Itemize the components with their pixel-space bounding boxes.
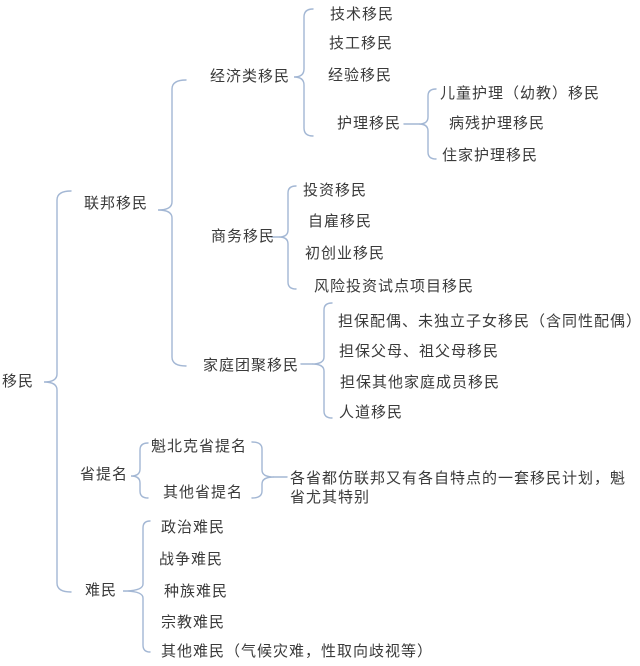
- node-war: 战争难民: [159, 551, 224, 568]
- node-investor: 投资移民: [303, 182, 368, 199]
- brace-provincial: [130, 442, 149, 499]
- node-refugee: 难民: [85, 582, 118, 599]
- node-venture-pilot: 风险投资试点项目移民: [314, 278, 475, 295]
- brace-business: [278, 185, 297, 290]
- node-federal: 联邦移民: [84, 195, 149, 212]
- node-other-refugee: 其他难民（气候灾难，性取向歧视等）: [161, 643, 434, 660]
- node-home-care: 住家护理移民: [442, 147, 539, 164]
- node-quebec: 魁北克省提名: [151, 438, 248, 455]
- brace-family: [311, 302, 333, 419]
- node-disability-care: 病残护理移民: [449, 115, 546, 132]
- node-skilled: 技术移民: [330, 6, 395, 23]
- brace-federal: [157, 79, 187, 367]
- provincial-note: 各省都仿联邦又有各自特点的一套移民计划，魁省尤其特别: [290, 470, 627, 506]
- node-other-province: 其他省提名: [163, 484, 244, 501]
- node-religious: 宗教难民: [161, 614, 226, 631]
- node-ethnic: 种族难民: [164, 583, 229, 600]
- brace-root: [43, 190, 72, 593]
- brace-economic: [293, 8, 314, 137]
- node-root: 移民: [2, 373, 35, 390]
- node-humanitarian: 人道移民: [339, 404, 404, 421]
- node-spouse: 担保配偶、未独立子女移民（含同性配偶）: [338, 313, 640, 330]
- node-economic: 经济类移民: [210, 68, 291, 85]
- brace-provincial-note: [251, 441, 275, 499]
- node-family: 家庭团聚移民: [203, 357, 300, 374]
- node-child-care: 儿童护理（幼教）移民: [440, 85, 601, 102]
- node-other-members: 担保其他家庭成员移民: [340, 374, 501, 391]
- node-parents: 担保父母、祖父母移民: [339, 343, 500, 360]
- node-trades: 技工移民: [329, 35, 394, 52]
- brace-refugee: [122, 520, 151, 653]
- node-caregiver: 护理移民: [337, 115, 402, 132]
- node-provincial: 省提名: [80, 466, 129, 483]
- brace-caregiver: [418, 88, 437, 160]
- node-political: 政治难民: [161, 519, 226, 536]
- node-startup: 初创业移民: [305, 245, 386, 262]
- node-business: 商务移民: [211, 228, 276, 245]
- node-experience: 经验移民: [328, 67, 393, 84]
- node-self-employed: 自雇移民: [308, 213, 373, 230]
